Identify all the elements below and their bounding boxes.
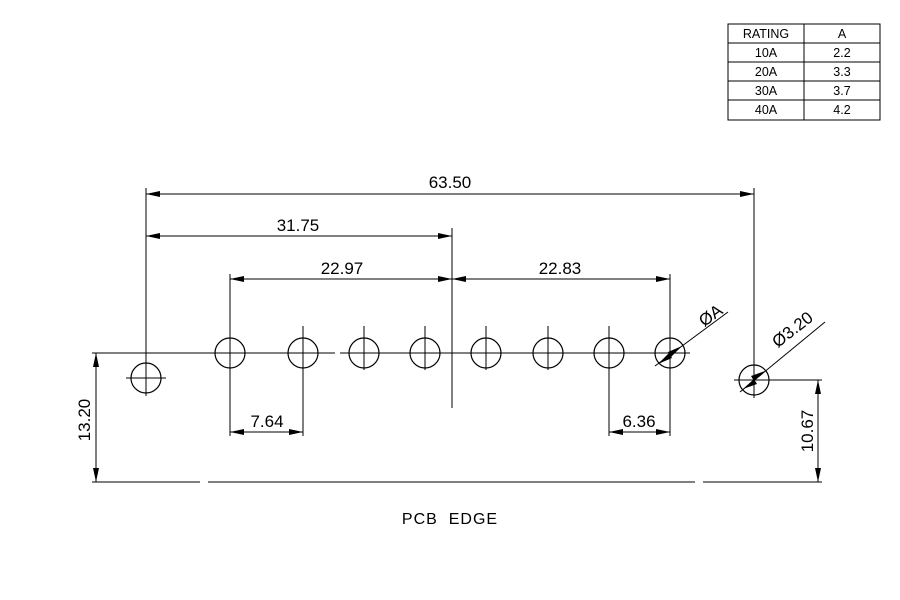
diameter-leader-mount: Ø3.20 [739,308,826,393]
pin-hole [532,326,564,370]
rating-table-cell: 3.3 [833,65,850,79]
rating-table-cell: 3.7 [833,84,850,98]
dimension-height-right-label: 10.67 [798,410,817,453]
dimension-left-pitch: 7.64 [230,412,303,435]
rating-table-header-a: A [838,27,847,41]
pin-hole [287,326,319,370]
dimension-left-group-label: 22.97 [321,259,364,278]
rating-table-cell: 10A [755,46,778,60]
dimension-right-pitch-label: 6.36 [622,412,655,431]
diameter-leader-pin: ØA [654,300,729,367]
dimension-right-group: 22.83 [452,259,670,282]
pin-hole [409,326,441,370]
rating-table-cell: 30A [755,84,778,98]
dimension-half: 31.75 [146,216,452,239]
rating-table-cell: 20A [755,65,778,79]
dimension-height-left-label: 13.20 [75,399,94,442]
dimension-overall: 63.50 [146,173,754,197]
mounting-hole-left [126,360,166,396]
dimension-left-pitch-label: 7.64 [250,412,283,431]
pin-hole [470,326,502,370]
rating-table-cell: 4.2 [833,103,850,117]
dimension-height-right: 10.67 [798,380,821,482]
dimension-right-pitch: 6.36 [609,412,670,435]
pin-hole [348,326,380,370]
dimension-overall-label: 63.50 [429,173,472,192]
pin-hole [654,326,686,370]
pcb-edge-caption: PCB EDGE [402,511,498,528]
diameter-pin-label: ØA [695,300,727,330]
rating-table: RATING A 10A 2.2 20A 3.3 30A 3.7 40A 4.2 [727,23,881,121]
dimension-half-label: 31.75 [277,216,320,235]
pin-hole [593,326,625,370]
dimension-right-group-label: 22.83 [539,259,582,278]
dimension-left-group: 22.97 [230,259,452,282]
diameter-mount-label: Ø3.20 [769,308,817,351]
rating-table-cell: 40A [755,103,778,117]
rating-table-cell: 2.2 [833,46,850,60]
rating-table-header-rating: RATING [743,27,789,41]
pin-hole [214,326,246,370]
dimension-height-left: 13.20 [75,353,99,482]
